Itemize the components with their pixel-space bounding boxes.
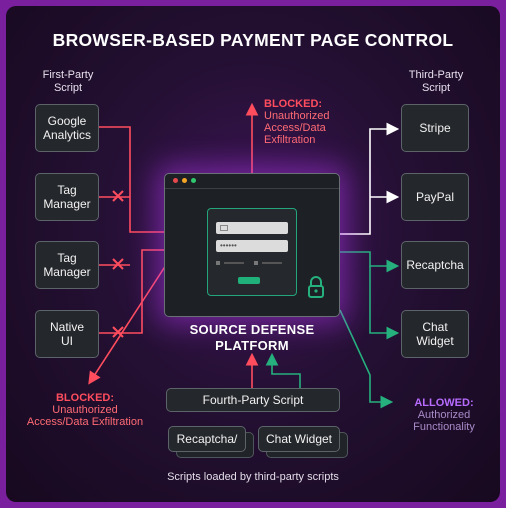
- fourth-party-script: Fourth-Party Script: [166, 388, 340, 412]
- connector-allowed: [339, 309, 394, 409]
- blocked-bottom-label: BLOCKED: Unauthorized Access/Data Exfilt…: [20, 392, 150, 428]
- card-icon: [220, 225, 228, 231]
- platform-name: SOURCE DEFENSE PLATFORM: [189, 322, 315, 353]
- lock-icon: [308, 276, 324, 298]
- password-field[interactable]: ••••••: [216, 240, 288, 252]
- submit-button[interactable]: [238, 277, 260, 284]
- blocked-top-word: BLOCKED:: [264, 98, 323, 110]
- allowed-word: ALLOWED:: [414, 397, 474, 409]
- first-party-item: Google Analytics: [35, 104, 99, 152]
- third-party-heading: Third-Party Script: [408, 69, 464, 94]
- window-close-dot-icon: [173, 178, 178, 183]
- first-party-item: Tag Manager: [35, 173, 99, 221]
- first-party-item: Tag Manager: [35, 241, 99, 289]
- window-title-bar: [165, 174, 339, 189]
- connector-fourth-party-allowed: [265, 352, 301, 388]
- blocked-bottom-text: Unauthorized Access/Data Exfiltration: [26, 404, 144, 428]
- diagram-title: BROWSER-BASED PAYMENT PAGE CONTROL: [52, 30, 454, 50]
- third-party-item: PayPal: [401, 173, 469, 221]
- blocked-bottom-word: BLOCKED:: [55, 392, 115, 404]
- third-party-item: Chat Widget: [401, 310, 469, 358]
- blocked-x-icon: [112, 326, 124, 338]
- third-party-item: Stripe: [401, 104, 469, 152]
- checkbox-label-line: [262, 262, 282, 264]
- footer-caption: Scripts loaded by third-party scripts: [167, 471, 339, 483]
- window-maximize-dot-icon: [191, 178, 196, 183]
- checkbox-icon[interactable]: [216, 261, 220, 265]
- fourth-party-item: Chat Widget: [258, 426, 340, 452]
- password-mask: ••••••: [220, 241, 237, 250]
- connector-chat-widget: [369, 266, 400, 340]
- window-minimize-dot-icon: [182, 178, 187, 183]
- card-field[interactable]: [216, 222, 288, 234]
- third-party-item: Recaptcha: [401, 241, 469, 289]
- first-party-item: Native UI: [35, 310, 99, 358]
- blocked-top-text: Unauthorized Access/Data Exfiltration: [264, 110, 330, 146]
- allowed-label: ALLOWED: Authorized Functionality: [394, 397, 494, 433]
- allowed-text: Authorized Functionality: [413, 409, 475, 433]
- checkbox-icon[interactable]: [254, 261, 258, 265]
- connector-blocked-down: [88, 264, 167, 385]
- payment-form: ••••••: [207, 208, 297, 296]
- first-party-heading: First-Party Script: [42, 69, 94, 94]
- fourth-party-item: Recaptcha/: [168, 426, 246, 452]
- browser-window: ••••••: [164, 173, 340, 317]
- checkbox-label-line: [224, 262, 244, 264]
- blocked-top-label: BLOCKED: Unauthorized Access/Data Exfilt…: [264, 98, 329, 146]
- blocked-x-icon: [112, 190, 124, 202]
- blocked-x-icon: [112, 258, 124, 270]
